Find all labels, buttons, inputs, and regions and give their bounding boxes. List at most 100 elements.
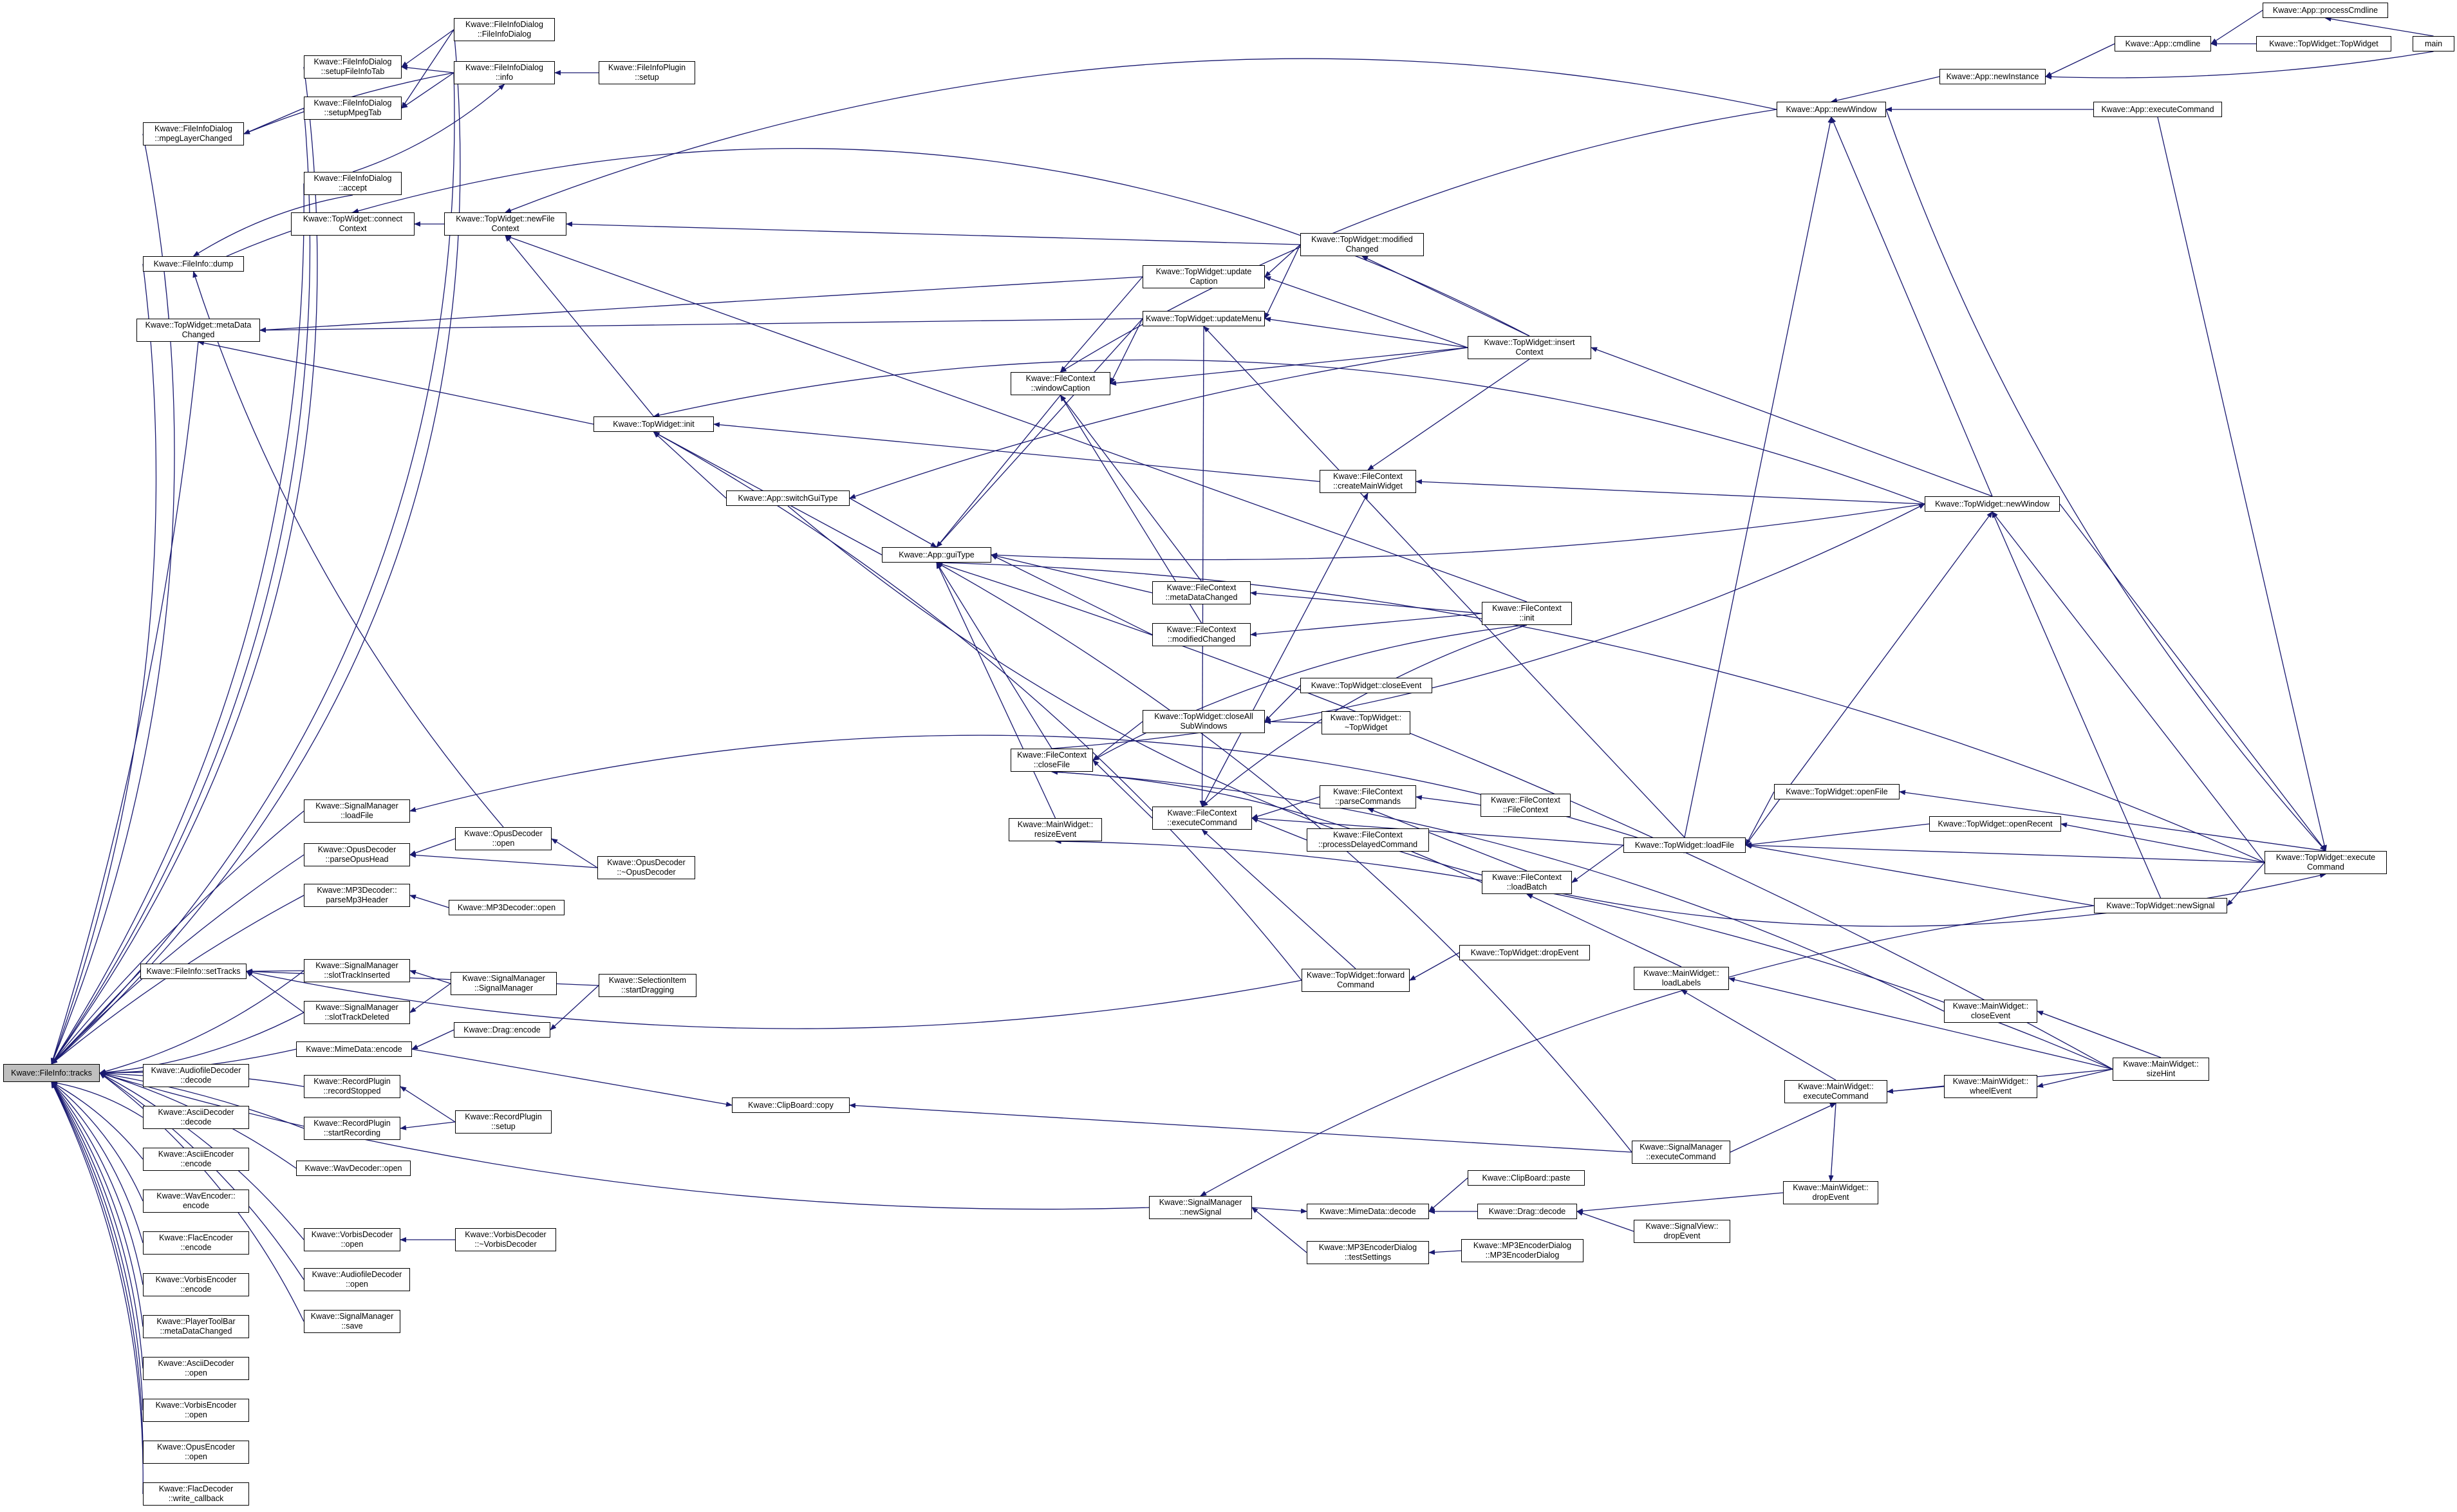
node-ptb-meta[interactable]: Kwave::PlayerToolBar ::metaDataChanged xyxy=(143,1315,249,1338)
node-tw-openFile[interactable]: Kwave::TopWidget::openFile xyxy=(1774,784,1900,799)
node-mw-closeEvent[interactable]: Kwave::MainWidget:: closeEvent xyxy=(1944,1000,2037,1023)
node-mp3-dialog[interactable]: Kwave::MP3EncoderDialog ::MP3EncoderDial… xyxy=(1461,1239,1584,1262)
edge-tw-loadFile-to-tw-updateMenu xyxy=(1203,326,1685,838)
node-opus-dtor[interactable]: Kwave::OpusDecoder ::~OpusDecoder xyxy=(597,856,695,879)
node-ascii-encode[interactable]: Kwave::AsciiEncoder ::encode xyxy=(143,1148,249,1171)
node-fc-createMain[interactable]: Kwave::FileContext ::createMainWidget xyxy=(1320,470,1416,493)
node-cb-paste[interactable]: Kwave::ClipBoard::paste xyxy=(1468,1170,1585,1186)
node-tw-closeEvent[interactable]: Kwave::TopWidget::closeEvent xyxy=(1300,678,1432,693)
node-flac-encode[interactable]: Kwave::FlacEncoder ::encode xyxy=(143,1231,249,1255)
node-fc-parseCommands[interactable]: Kwave::FileContext ::parseCommands xyxy=(1320,785,1416,808)
node-app-processCmdline[interactable]: Kwave::App::processCmdline xyxy=(2263,3,2388,18)
node-tw-updateMenu[interactable]: Kwave::TopWidget::updateMenu xyxy=(1143,311,1265,326)
node-fid-accept[interactable]: Kwave::FileInfoDialog ::accept xyxy=(304,172,402,195)
node-app-executeCommand[interactable]: Kwave::App::executeCommand xyxy=(2093,102,2222,117)
node-setupMpegTab[interactable]: Kwave::FileInfoDialog ::setupMpegTab xyxy=(304,97,402,120)
node-drag-decode[interactable]: Kwave::Drag::decode xyxy=(1477,1204,1577,1219)
node-tw-connect[interactable]: Kwave::TopWidget::connect Context xyxy=(291,212,415,236)
node-mp3-parseHeader[interactable]: Kwave::MP3Decoder:: parseMp3Header xyxy=(304,884,410,907)
node-tw-loadFile[interactable]: Kwave::TopWidget::loadFile xyxy=(1623,837,1746,853)
node-app-switchGui[interactable]: Kwave::App::switchGuiType xyxy=(726,490,850,506)
edge-mp3-open-to-mp3-parseHeader xyxy=(409,894,449,908)
node-ascii-decode[interactable]: Kwave::AsciiDecoder ::decode xyxy=(143,1106,249,1129)
node-opus-parseHead[interactable]: Kwave::OpusDecoder ::parseOpusHead xyxy=(304,843,410,866)
edge-flac-encode-to-tracks xyxy=(51,1081,144,1244)
node-fi-setTracks[interactable]: Kwave::FileInfo::setTracks xyxy=(140,964,247,979)
node-fc-executeCommand[interactable]: Kwave::FileContext ::executeCommand xyxy=(1152,807,1252,830)
node-mp3-testSettings[interactable]: Kwave::MP3EncoderDialog ::testSettings xyxy=(1307,1241,1429,1264)
node-app-newInstance[interactable]: Kwave::App::newInstance xyxy=(1939,69,2046,84)
node-ascii-open[interactable]: Kwave::AsciiDecoder ::open xyxy=(143,1357,249,1380)
node-mw-dropEvent[interactable]: Kwave::MainWidget:: dropEvent xyxy=(1783,1181,1878,1204)
node-mw-wheelEvent[interactable]: Kwave::MainWidget:: wheelEvent xyxy=(1944,1075,2037,1098)
node-tw-dtor[interactable]: Kwave::TopWidget:: ~TopWidget xyxy=(1322,711,1410,734)
node-tw-closeAll[interactable]: Kwave::TopWidget::closeAll SubWindows xyxy=(1143,710,1265,733)
node-app-newWindow[interactable]: Kwave::App::newWindow xyxy=(1777,102,1886,117)
node-tw-updateCaption[interactable]: Kwave::TopWidget::update Caption xyxy=(1143,265,1265,288)
node-fc-closeFile[interactable]: Kwave::FileContext ::closeFile xyxy=(1011,749,1093,772)
node-flac-write[interactable]: Kwave::FlacDecoder ::write_callback xyxy=(143,1482,249,1506)
node-tw-newFileCtx[interactable]: Kwave::TopWidget::newFile Context xyxy=(444,212,566,236)
edge-tw-updateMenu-to-app-guiType xyxy=(936,318,1143,548)
node-mp3-open[interactable]: Kwave::MP3Decoder::open xyxy=(449,900,565,915)
node-mw-loadLabels[interactable]: Kwave::MainWidget:: loadLabels xyxy=(1634,967,1729,990)
node-sv-dropEvent[interactable]: Kwave::SignalView:: dropEvent xyxy=(1634,1220,1730,1243)
node-fc-metaDataChanged[interactable]: Kwave::FileContext ::metaDataChanged xyxy=(1152,581,1251,604)
node-vorbisenc-open[interactable]: Kwave::VorbisEncoder ::open xyxy=(143,1399,249,1422)
edge-fc-init-to-fc-modifiedChanged xyxy=(1250,613,1482,637)
node-sm-slotInserted[interactable]: Kwave::SignalManager ::slotTrackInserted xyxy=(304,959,410,982)
node-app-guiType[interactable]: Kwave::App::guiType xyxy=(882,547,991,563)
node-tw-newSignal[interactable]: Kwave::TopWidget::newSignal xyxy=(2094,898,2227,913)
node-tw-dropEvent[interactable]: Kwave::TopWidget::dropEvent xyxy=(1459,945,1590,960)
node-fid-mpeg[interactable]: Kwave::FileInfoDialog ::mpegLayerChanged xyxy=(143,122,244,145)
node-sel-startDragging[interactable]: Kwave::SelectionItem ::startDragging xyxy=(599,974,696,997)
node-mw-executeCommand[interactable]: Kwave::MainWidget:: executeCommand xyxy=(1784,1080,1887,1103)
node-sm-ctor[interactable]: Kwave::SignalManager ::SignalManager xyxy=(451,972,557,995)
node-tw-openRecent[interactable]: Kwave::TopWidget::openRecent xyxy=(1929,816,2061,832)
node-sm-executeCommand[interactable]: Kwave::SignalManager ::executeCommand xyxy=(1632,1141,1730,1164)
node-tw-insertCtx[interactable]: Kwave::TopWidget::insert Context xyxy=(1468,336,1591,359)
node-tw-init[interactable]: Kwave::TopWidget::init xyxy=(593,416,714,432)
node-fi-dump[interactable]: Kwave::FileInfo::dump xyxy=(143,256,244,272)
node-sm-slotDeleted[interactable]: Kwave::SignalManager ::slotTrackDeleted xyxy=(304,1001,410,1024)
node-tw-modified[interactable]: Kwave::TopWidget::modified Changed xyxy=(1300,233,1424,256)
node-rp-setup[interactable]: Kwave::RecordPlugin ::setup xyxy=(455,1110,552,1134)
node-fc-modifiedChanged[interactable]: Kwave::FileContext ::modifiedChanged xyxy=(1152,623,1251,646)
node-audiofile-open[interactable]: Kwave::AudiofileDecoder ::open xyxy=(304,1268,410,1291)
node-fid-info[interactable]: Kwave::FileInfoDialog ::info xyxy=(454,61,555,84)
node-opusenc-open[interactable]: Kwave::OpusEncoder ::open xyxy=(143,1441,249,1464)
node-vorbisenc-encode[interactable]: Kwave::VorbisEncoder ::encode xyxy=(143,1273,249,1296)
node-drag-encode[interactable]: Kwave::Drag::encode xyxy=(454,1022,550,1038)
node-md-decode[interactable]: Kwave::MimeData::decode xyxy=(1307,1204,1429,1219)
node-tw-executeCommand[interactable]: Kwave::TopWidget::execute Command xyxy=(2265,851,2387,874)
node-sm-save[interactable]: Kwave::SignalManager ::save xyxy=(304,1310,400,1333)
node-fc-processDelayed[interactable]: Kwave::FileContext ::processDelayedComma… xyxy=(1307,828,1429,852)
node-rp-recordStopped[interactable]: Kwave::RecordPlugin ::recordStopped xyxy=(304,1075,400,1098)
node-sm-loadFile[interactable]: Kwave::SignalManager ::loadFile xyxy=(304,799,410,823)
node-vorbis-open[interactable]: Kwave::VorbisDecoder ::open xyxy=(304,1228,400,1251)
node-fc-ctor[interactable]: Kwave::FileContext ::FileContext xyxy=(1481,794,1571,817)
node-main[interactable]: main xyxy=(2413,36,2454,51)
node-app-cmdline[interactable]: Kwave::App::cmdline xyxy=(2115,36,2211,51)
node-tw-forwardCommand[interactable]: Kwave::TopWidget::forward Command xyxy=(1302,969,1410,992)
node-wav-encode[interactable]: Kwave::WavEncoder:: encode xyxy=(143,1190,249,1213)
node-opus-open[interactable]: Kwave::OpusDecoder ::open xyxy=(455,827,552,850)
node-cb-copy[interactable]: Kwave::ClipBoard::copy xyxy=(732,1097,850,1113)
node-wav-open[interactable]: Kwave::WavDecoder::open xyxy=(296,1161,411,1176)
node-fc-loadBatch[interactable]: Kwave::FileContext ::loadBatch xyxy=(1482,871,1572,894)
node-mw-resizeEvent[interactable]: Kwave::MainWidget:: resizeEvent xyxy=(1009,818,1102,841)
node-sm-newSignal[interactable]: Kwave::SignalManager ::newSignal xyxy=(1149,1196,1252,1219)
node-md-encode[interactable]: Kwave::MimeData::encode xyxy=(296,1041,412,1057)
node-tw-ctor[interactable]: Kwave::TopWidget::TopWidget xyxy=(2256,36,2391,51)
node-tw-newWindow[interactable]: Kwave::TopWidget::newWindow xyxy=(1925,496,2060,512)
node-audiofile-decode[interactable]: Kwave::AudiofileDecoder ::decode xyxy=(143,1064,249,1087)
node-mw-sizeHint[interactable]: Kwave::MainWidget:: sizeHint xyxy=(2113,1058,2209,1081)
node-setupFileInfoTab[interactable]: Kwave::FileInfoDialog ::setupFileInfoTab xyxy=(304,55,402,79)
node-fid-ctor[interactable]: Kwave::FileInfoDialog ::FileInfoDialog xyxy=(454,18,555,41)
node-rp-startRecording[interactable]: Kwave::RecordPlugin ::startRecording xyxy=(304,1117,400,1140)
node-vorbis-dtor[interactable]: Kwave::VorbisDecoder ::~VorbisDecoder xyxy=(455,1228,556,1251)
node-fc-windowCaption[interactable]: Kwave::FileContext ::windowCaption xyxy=(1011,372,1110,395)
node-fc-init[interactable]: Kwave::FileContext ::init xyxy=(1482,602,1572,625)
node-fip-setup[interactable]: Kwave::FileInfoPlugin ::setup xyxy=(599,61,695,84)
node-tw-metaData[interactable]: Kwave::TopWidget::metaData Changed xyxy=(136,319,260,342)
